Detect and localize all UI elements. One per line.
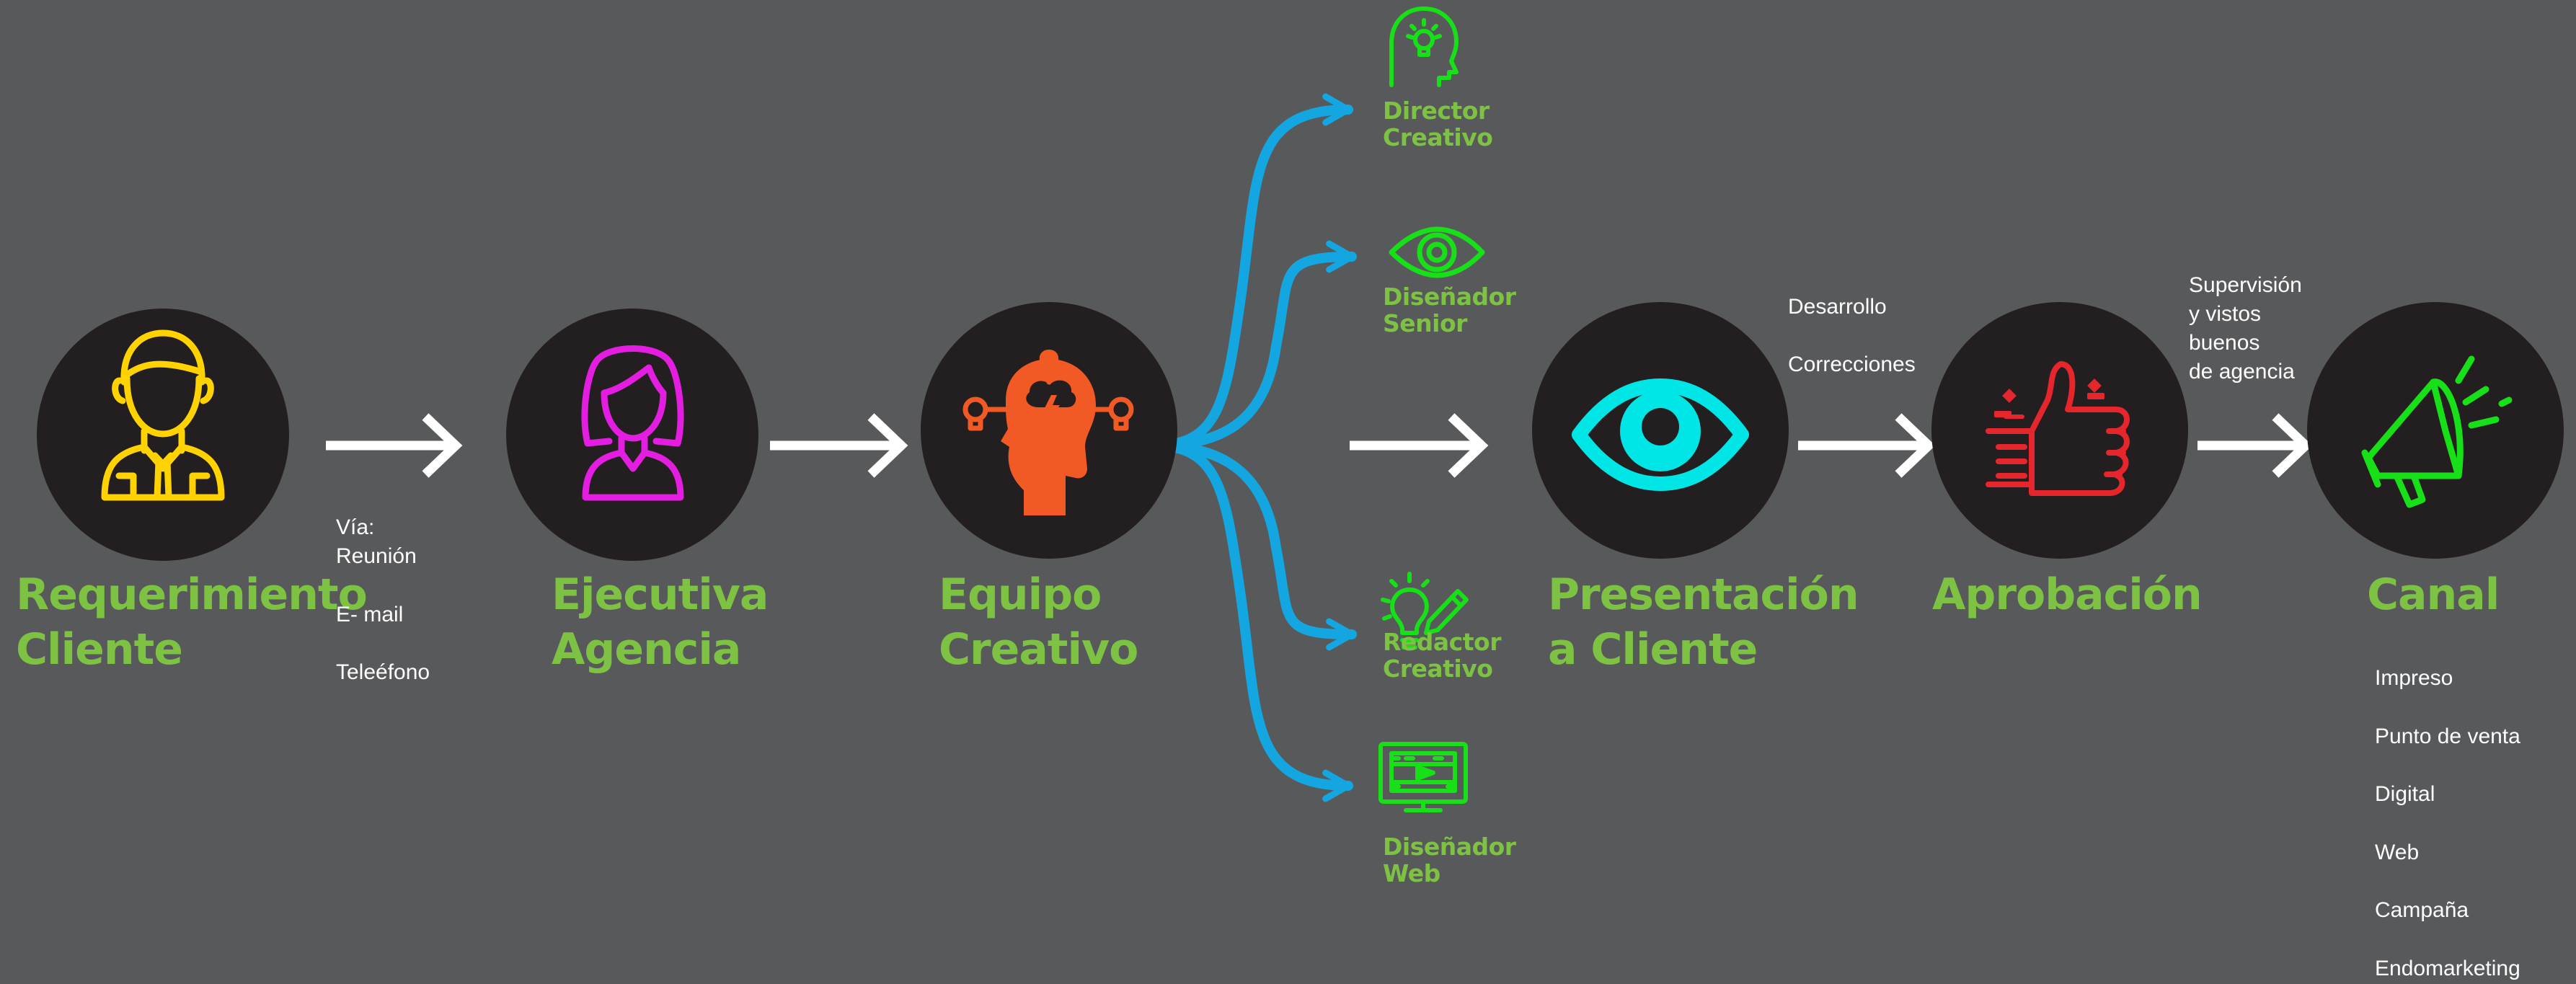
contact-note-meeting: Reunión (336, 544, 417, 568)
senior-label-line2: Senior (1383, 309, 1468, 337)
channel-item-campaign: Campaña (2375, 898, 2469, 922)
channel-label: Canal (2367, 569, 2499, 620)
megaphone-icon (2361, 355, 2513, 508)
businesswoman-icon (581, 345, 684, 501)
team-label-line2: Creativo (939, 624, 1138, 675)
branch-arrow-director (1148, 93, 1353, 451)
approval-label: Aprobación (1932, 569, 2202, 620)
approval-circle (1931, 302, 2188, 559)
client-label-line1: Requerimiento (16, 569, 367, 620)
arrow-presentation-approval (1798, 413, 1936, 478)
supervision-note-3: buenos (2189, 331, 2259, 355)
branch-arrows (1148, 93, 1357, 802)
presentation-label-line1: Presentación (1548, 569, 1859, 620)
contact-note-via: Vía: (336, 515, 374, 539)
web-label-line1: Diseñador (1383, 833, 1517, 861)
sparkle-icon (1994, 378, 2104, 417)
monitor-play-icon (1378, 742, 1468, 812)
channel-item-print: Impreso (2375, 666, 2453, 690)
branch-arrow-senior (1148, 240, 1357, 451)
arrow-client-executive (326, 413, 463, 478)
contact-notes: Vía: Reunión E- mail Teleéfono (336, 515, 430, 684)
senior-label: Diseñador Senior (1383, 283, 1524, 337)
development-notes: Desarrollo Correcciones (1788, 295, 1916, 376)
supervision-note-1: Supervisión (2189, 273, 2302, 297)
executive-label-line2: Agencia (552, 624, 740, 675)
creative-head-icon (962, 350, 1134, 515)
development-note-development: Desarrollo (1788, 295, 1887, 319)
development-note-corrections: Correcciones (1788, 353, 1916, 376)
supervision-notes: Supervisión y vistos buenos de agencia (2189, 273, 2302, 384)
channel-item-pos: Punto de venta (2375, 724, 2520, 748)
bulb-pencil-icon (1381, 572, 1469, 650)
idea-head-icon (1389, 6, 1459, 87)
eye-icon (1572, 378, 1749, 491)
executive-label-line1: Ejecutiva (552, 569, 768, 620)
writer-label-line2: Creativo (1383, 655, 1492, 683)
channel-item-web: Web (2375, 841, 2419, 864)
director-label: Director Creativo (1383, 97, 1497, 151)
presentation-label: Presentación a Cliente (1548, 569, 1873, 675)
channel-item-endomarketing: Endomarketing (2375, 957, 2520, 980)
senior-label-line1: Diseñador (1383, 283, 1517, 311)
team-label: Equipo Creativo (939, 569, 1138, 675)
writer-label: Redactor Creativo (1383, 628, 1509, 683)
thumbs-up-icon (1986, 361, 2130, 496)
branch-arrow-writer (1148, 440, 1357, 651)
arrow-executive-team (770, 413, 908, 478)
supervision-note-4: de agencia (2189, 360, 2295, 384)
supervision-note-2: y vistos (2189, 302, 2261, 326)
client-label-line2: Cliente (16, 624, 182, 675)
branch-arrow-web (1148, 440, 1353, 802)
presentation-label-line2: a Cliente (1548, 624, 1757, 675)
eye-outline-icon (1389, 226, 1485, 278)
channel-list: Impreso Punto de venta Digital Web Campa… (2375, 666, 2520, 980)
executive-label: Ejecutiva Agencia (552, 569, 782, 675)
arrow-team-presentation (1350, 413, 1489, 478)
executive-circle (506, 309, 758, 561)
director-label-line1: Director (1383, 97, 1490, 125)
channel-circle (2307, 302, 2564, 559)
web-label-line2: Web (1383, 859, 1440, 887)
flow-arrows (326, 413, 2313, 478)
contact-note-email: E- mail (336, 603, 403, 626)
channel-item-digital: Digital (2375, 782, 2435, 806)
team-label-line1: Equipo (939, 569, 1101, 620)
arrow-approval-channel (2197, 413, 2313, 478)
client-label: Requerimiento Cliente (16, 569, 381, 675)
web-label: Diseñador Web (1383, 833, 1524, 887)
contact-note-phone: Teleéfono (336, 660, 430, 684)
businessman-icon (101, 329, 225, 501)
writer-label-line1: Redactor (1383, 628, 1502, 656)
director-label-line2: Creativo (1383, 123, 1492, 151)
